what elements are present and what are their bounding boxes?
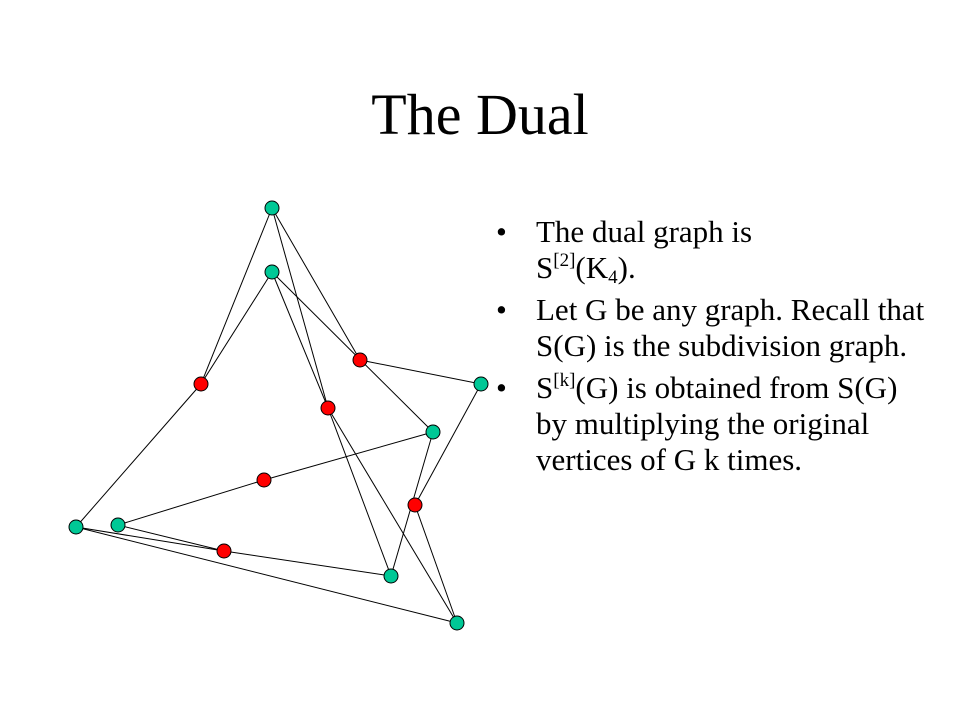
bullet-item-multiplying: • S[k](G) is obtained from S(G) by multi… [496,370,936,478]
graph-edge [271,271,329,409]
original-vertex [110,517,126,533]
original-vertex [425,424,441,440]
graph-edge [117,479,265,526]
original-vertex [264,264,280,280]
bullet-text-close: ). [617,250,636,285]
superscript-2: [2] [553,250,576,271]
original-vertex [383,568,399,584]
graph-edge [271,207,329,409]
original-vertex [68,519,84,535]
bullet-text: Let G be any graph. Recall that S(G) is … [536,292,925,363]
graph-edge [75,526,458,624]
graph-vertices [68,200,489,631]
graph-edge [359,359,482,385]
subdivision-vertex [193,376,209,392]
bullet-marker: • [496,214,507,249]
slide-title: The Dual [371,82,589,147]
graph-edge [263,431,434,481]
bullet-list: • The dual graph is S[2](K4). • Let G be… [496,214,936,484]
subdivision-vertex [320,400,336,416]
bullet-item-dual-graph: • The dual graph is S[2](K4). [496,214,936,288]
graph-edge [414,504,458,624]
original-vertex [473,376,489,392]
bullet-marker: • [496,370,507,405]
graph-edge [271,207,361,361]
bullet-text-k: (K [575,250,609,285]
graph-edge [117,524,225,552]
graph-edges [75,207,482,624]
graph-edge [200,271,273,385]
original-vertex [449,615,465,631]
superscript-k: [k] [553,370,576,391]
graph-edge [223,550,392,577]
bullet-item-subdivision: • Let G be any graph. Recall that S(G) i… [496,292,936,364]
graph-edge [327,407,392,577]
graph-edge [327,407,458,624]
graph-edge [75,383,202,528]
subscript-4: 4 [608,267,618,288]
bullet-marker: • [496,292,507,327]
graph-edge [271,271,434,433]
bullet-text-line1: The dual graph is [536,214,753,249]
graph-edge [75,526,225,552]
bullet-text-s: S [536,370,554,405]
subdivision-vertex [352,352,368,368]
graph-edge [414,383,482,506]
subdivision-vertex [407,497,423,513]
bullet-text-s: S [536,250,554,285]
original-vertex [264,200,280,216]
graph-edge [200,207,273,385]
subdivision-vertex [256,472,272,488]
subdivision-vertex [216,543,232,559]
bullet-text: (G) is obtained from S(G) by multiplying… [536,370,898,477]
